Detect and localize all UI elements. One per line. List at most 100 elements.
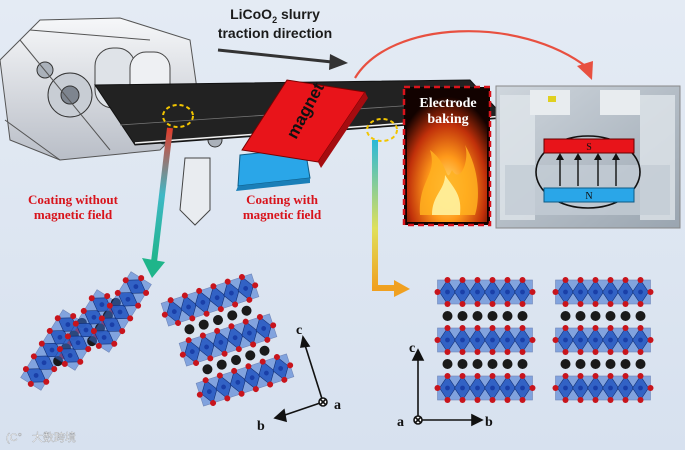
lithium-atom <box>442 311 453 321</box>
cobalt-atom <box>186 304 192 310</box>
oxygen-atom <box>562 349 569 355</box>
lithium-atom <box>635 359 646 369</box>
oxygen-atom <box>196 391 203 398</box>
oxygen-atom <box>221 350 228 357</box>
oxygen-atom <box>185 337 192 344</box>
oxygen-atom <box>38 340 45 347</box>
oxygen-atom <box>444 397 451 403</box>
oxygen-atom <box>193 360 200 367</box>
oxygen-atom <box>459 277 466 283</box>
cobalt-atom <box>505 385 510 391</box>
oxygen-atom <box>30 353 37 360</box>
axis-left-c: c <box>296 323 302 338</box>
coating-with-line2: magnetic field <box>242 206 322 222</box>
oxygen-atom <box>202 377 209 384</box>
oxygen-atom <box>106 302 113 309</box>
cobalt-atom <box>65 322 71 327</box>
cobalt-atom <box>475 385 480 391</box>
oxygen-atom <box>637 349 644 355</box>
oxygen-atom <box>54 315 61 322</box>
oxygen-atom <box>562 397 569 403</box>
oxygen-atom <box>246 296 253 303</box>
cobalt-atom <box>117 309 123 315</box>
oxygen-atom <box>70 313 77 320</box>
oxygen-atom <box>622 349 629 355</box>
lithium-atom <box>575 311 586 321</box>
pole-south <box>543 138 635 154</box>
coating-without-line1: Coating without <box>28 192 118 207</box>
oxygen-atom <box>622 325 629 331</box>
cobalt-atom <box>33 373 39 378</box>
slurry-subscript: 2 <box>272 14 278 25</box>
oxygen-atom <box>592 373 599 379</box>
baking-line2: baking <box>427 112 469 128</box>
cobalt-atom <box>623 337 628 343</box>
oxygen-atom <box>444 301 451 307</box>
cobalt-atom <box>460 385 465 391</box>
oxygen-atom <box>270 322 277 329</box>
axis-right-a: a <box>397 415 404 430</box>
oxygen-atom <box>519 349 526 355</box>
oxygen-atom <box>552 337 559 343</box>
lithium-atom <box>202 364 213 375</box>
oxygen-atom <box>27 380 34 387</box>
oxygen-atom <box>224 395 231 402</box>
oxygen-atom <box>238 390 245 397</box>
cobalt-atom <box>505 337 510 343</box>
oxygen-atom <box>235 346 242 353</box>
cobalt-atom <box>593 385 598 391</box>
oxygen-atom <box>214 327 221 334</box>
lithium-atom <box>472 311 483 321</box>
arrow-with-field <box>372 140 410 297</box>
cobalt-atom <box>67 353 73 358</box>
oxygen-atom <box>577 373 584 379</box>
cobalt-atom <box>593 337 598 343</box>
oxygen-atom <box>217 306 224 313</box>
cobalt-atom <box>490 337 495 343</box>
oxygen-atom <box>252 386 259 393</box>
octahedra-slab <box>552 277 654 307</box>
lithium-atom <box>575 359 586 369</box>
cobalt-atom <box>490 385 495 391</box>
oxygen-atom <box>519 325 526 331</box>
pole-north <box>543 187 635 203</box>
oxygen-atom <box>245 363 252 370</box>
cobalt-atom <box>99 302 105 307</box>
oxygen-atom <box>529 289 536 295</box>
crystal-structure-random <box>20 271 295 407</box>
cobalt-atom <box>623 385 628 391</box>
cobalt-atom <box>445 337 450 343</box>
oxygen-atom <box>434 289 441 295</box>
oxygen-atom <box>273 353 280 360</box>
watermark-text: 大数跨境 <box>32 430 76 444</box>
coating-without-line2: magnetic field <box>33 206 113 222</box>
oxygen-atom <box>489 349 496 355</box>
oxygen-atom <box>577 277 584 283</box>
oxygen-atom <box>22 366 29 373</box>
oxygen-atom <box>637 325 644 331</box>
oxygen-atom <box>43 378 50 385</box>
oxygen-atom <box>161 311 168 318</box>
cobalt-atom <box>221 384 227 390</box>
axis-right-b: b <box>485 415 493 430</box>
axis-left-a: a <box>334 398 341 413</box>
octahedra-slab <box>552 325 654 355</box>
oxygen-atom <box>90 328 97 335</box>
oxygen-atom <box>242 318 249 325</box>
oxygen-atom <box>46 327 53 334</box>
octahedra-slab <box>434 277 536 307</box>
oxygen-atom <box>127 315 134 322</box>
oxygen-atom <box>250 341 257 348</box>
oxygen-atom <box>104 293 111 300</box>
oxygen-atom <box>444 325 451 331</box>
cobalt-atom <box>101 335 107 340</box>
oxygen-atom <box>637 301 644 307</box>
lithium-atom <box>198 319 209 330</box>
oxygen-atom <box>61 360 68 367</box>
oxygen-atom <box>281 376 288 383</box>
cobalt-atom <box>520 385 525 391</box>
oxygen-atom <box>232 301 239 308</box>
oxygen-atom <box>51 366 58 373</box>
oxygen-atom <box>114 289 121 296</box>
